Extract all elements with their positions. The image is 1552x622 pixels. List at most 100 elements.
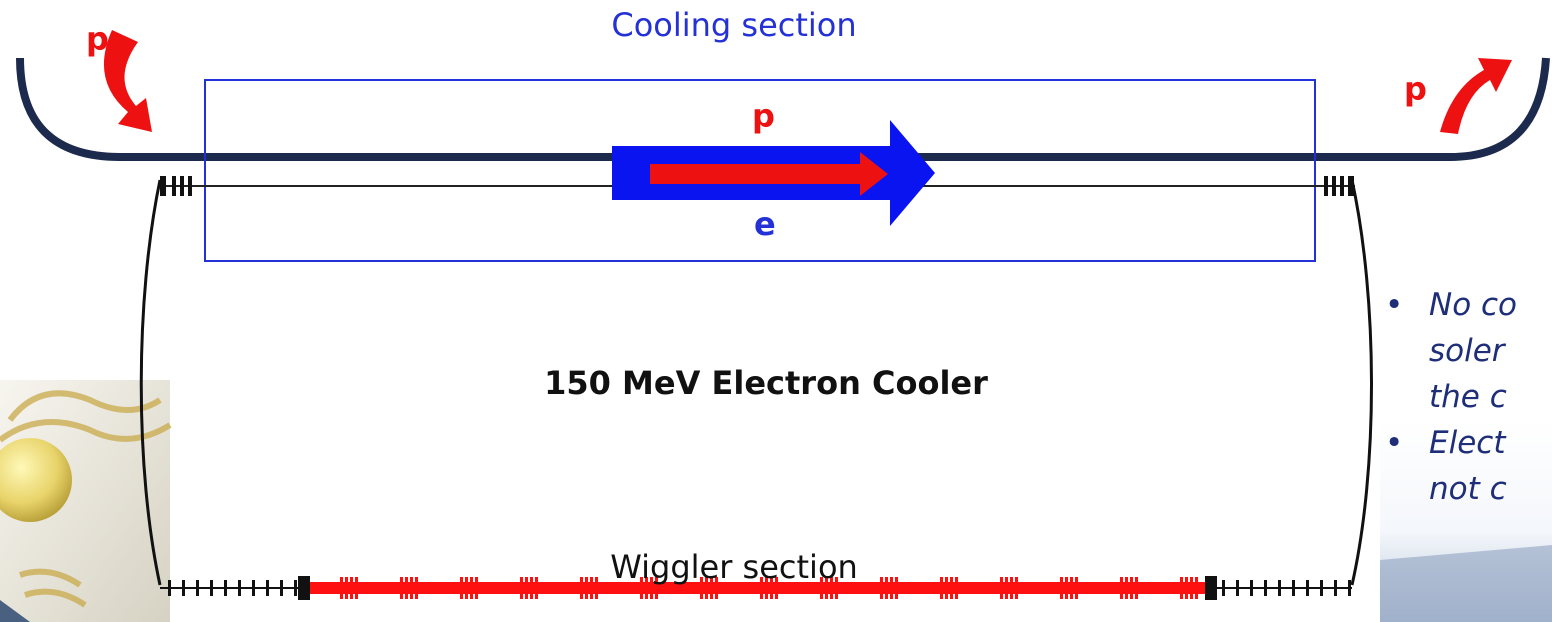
- wiggler-magnets: [310, 577, 1205, 599]
- incoming-proton-label: p: [86, 20, 109, 58]
- drift-tick: [1320, 580, 1323, 596]
- wiggler-pole: [700, 577, 703, 599]
- left-end-magnet: [160, 176, 192, 196]
- wiggler-pole: [640, 577, 643, 599]
- wiggler-pole: [1125, 577, 1128, 599]
- wiggler-pole: [1065, 577, 1068, 599]
- wiggler-pole: [1010, 577, 1013, 599]
- drift-tick: [1236, 580, 1239, 596]
- wiggler-pole: [955, 577, 958, 599]
- drift-tick: [1348, 580, 1351, 596]
- wiggler-core: [310, 582, 1205, 594]
- wiggler-pole: [880, 577, 883, 599]
- wiggler-pole: [1070, 577, 1073, 599]
- wiggler-pole: [595, 577, 598, 599]
- wiggler-right-end: [1205, 576, 1217, 600]
- wiggler-pole: [1190, 577, 1193, 599]
- note-1-line-1: No co: [1429, 287, 1518, 323]
- proton-beam-arrow: [650, 152, 888, 196]
- note-bullet: •: [1385, 425, 1404, 461]
- proton-beam-label: p: [752, 97, 775, 135]
- wiggler-pole: [1060, 577, 1063, 599]
- left-return-arc: [139, 179, 162, 586]
- wiggler-pole: [950, 577, 953, 599]
- drift-tick: [1292, 580, 1295, 596]
- wiggler-pole: [835, 577, 838, 599]
- wiggler-pole: [1075, 577, 1078, 599]
- wiggler-pole: [520, 577, 523, 599]
- wiggler-pole: [890, 577, 893, 599]
- wiggler-pole: [400, 577, 403, 599]
- wiggler-pole: [1180, 577, 1183, 599]
- wiggler-pole: [415, 577, 418, 599]
- drift-tick: [1306, 580, 1309, 596]
- drift-tick: [252, 580, 255, 596]
- wiggler-pole: [1195, 577, 1198, 599]
- wiggler-pole: [830, 577, 833, 599]
- drift-tick: [1250, 580, 1253, 596]
- wiggler-pole: [940, 577, 943, 599]
- wiggler-pole: [410, 577, 413, 599]
- note-2-line-2: not c: [1429, 471, 1507, 507]
- wiggler-pole: [1005, 577, 1008, 599]
- drift-tick: [1264, 580, 1267, 596]
- wiggler-left-end: [298, 576, 310, 600]
- wiggler-pole: [820, 577, 823, 599]
- drift-tick: [168, 580, 171, 596]
- wiggler-pole: [350, 577, 353, 599]
- wiggler-pole: [580, 577, 583, 599]
- outgoing-proton-arrow: [1440, 58, 1512, 134]
- drift-tick: [182, 580, 185, 596]
- right-end-magnet: [1324, 176, 1354, 196]
- wiggler-pole: [585, 577, 588, 599]
- wiggler-pole: [1120, 577, 1123, 599]
- ring-beam-pipe: [16, 57, 1550, 161]
- wiggler-pole: [705, 577, 708, 599]
- wiggler-pole: [590, 577, 593, 599]
- wiggler-pole: [655, 577, 658, 599]
- wiggler-pole: [765, 577, 768, 599]
- wiggler-pole: [945, 577, 948, 599]
- note-bullet: •: [1385, 287, 1404, 323]
- wiggler-pole: [530, 577, 533, 599]
- drift-tick: [196, 580, 199, 596]
- drift-tick: [224, 580, 227, 596]
- wiggler-pole: [1130, 577, 1133, 599]
- wiggler-pole: [1135, 577, 1138, 599]
- wiggler-pole: [760, 577, 763, 599]
- wiggler-pole: [710, 577, 713, 599]
- wiggler-pole: [405, 577, 408, 599]
- wiggler-pole: [345, 577, 348, 599]
- outgoing-proton-label: p: [1404, 70, 1427, 108]
- note-1-line-2: soler: [1429, 333, 1505, 369]
- wiggler-pole: [770, 577, 773, 599]
- wiggler-pole: [645, 577, 648, 599]
- wiggler-pole: [1015, 577, 1018, 599]
- wiggler-pole: [465, 577, 468, 599]
- cooling-section-label: Cooling section: [611, 6, 857, 44]
- wiggler-pole: [895, 577, 898, 599]
- wiggler-pole: [535, 577, 538, 599]
- electron-beam-label: e: [754, 205, 776, 243]
- wiggler-pole: [650, 577, 653, 599]
- wiggler-pole: [885, 577, 888, 599]
- incoming-proton-arrow: [103, 30, 152, 132]
- drift-tick: [238, 580, 241, 596]
- drift-tick: [210, 580, 213, 596]
- drift-tick: [266, 580, 269, 596]
- wiggler-pole: [825, 577, 828, 599]
- wiggler-pole: [470, 577, 473, 599]
- wiggler-pole: [460, 577, 463, 599]
- wiggler-pole: [715, 577, 718, 599]
- note-1-line-3: the c: [1429, 379, 1507, 415]
- wiggler-left-drift: [168, 580, 297, 596]
- note-2-line-1: Elect: [1429, 425, 1506, 461]
- drift-tick: [1278, 580, 1281, 596]
- wiggler-pole: [775, 577, 778, 599]
- wiggler-section-label: Wiggler section: [610, 548, 858, 586]
- drift-tick: [280, 580, 283, 596]
- wiggler-right-drift: [1222, 580, 1351, 596]
- wiggler-pole: [1185, 577, 1188, 599]
- wiggler-pole: [525, 577, 528, 599]
